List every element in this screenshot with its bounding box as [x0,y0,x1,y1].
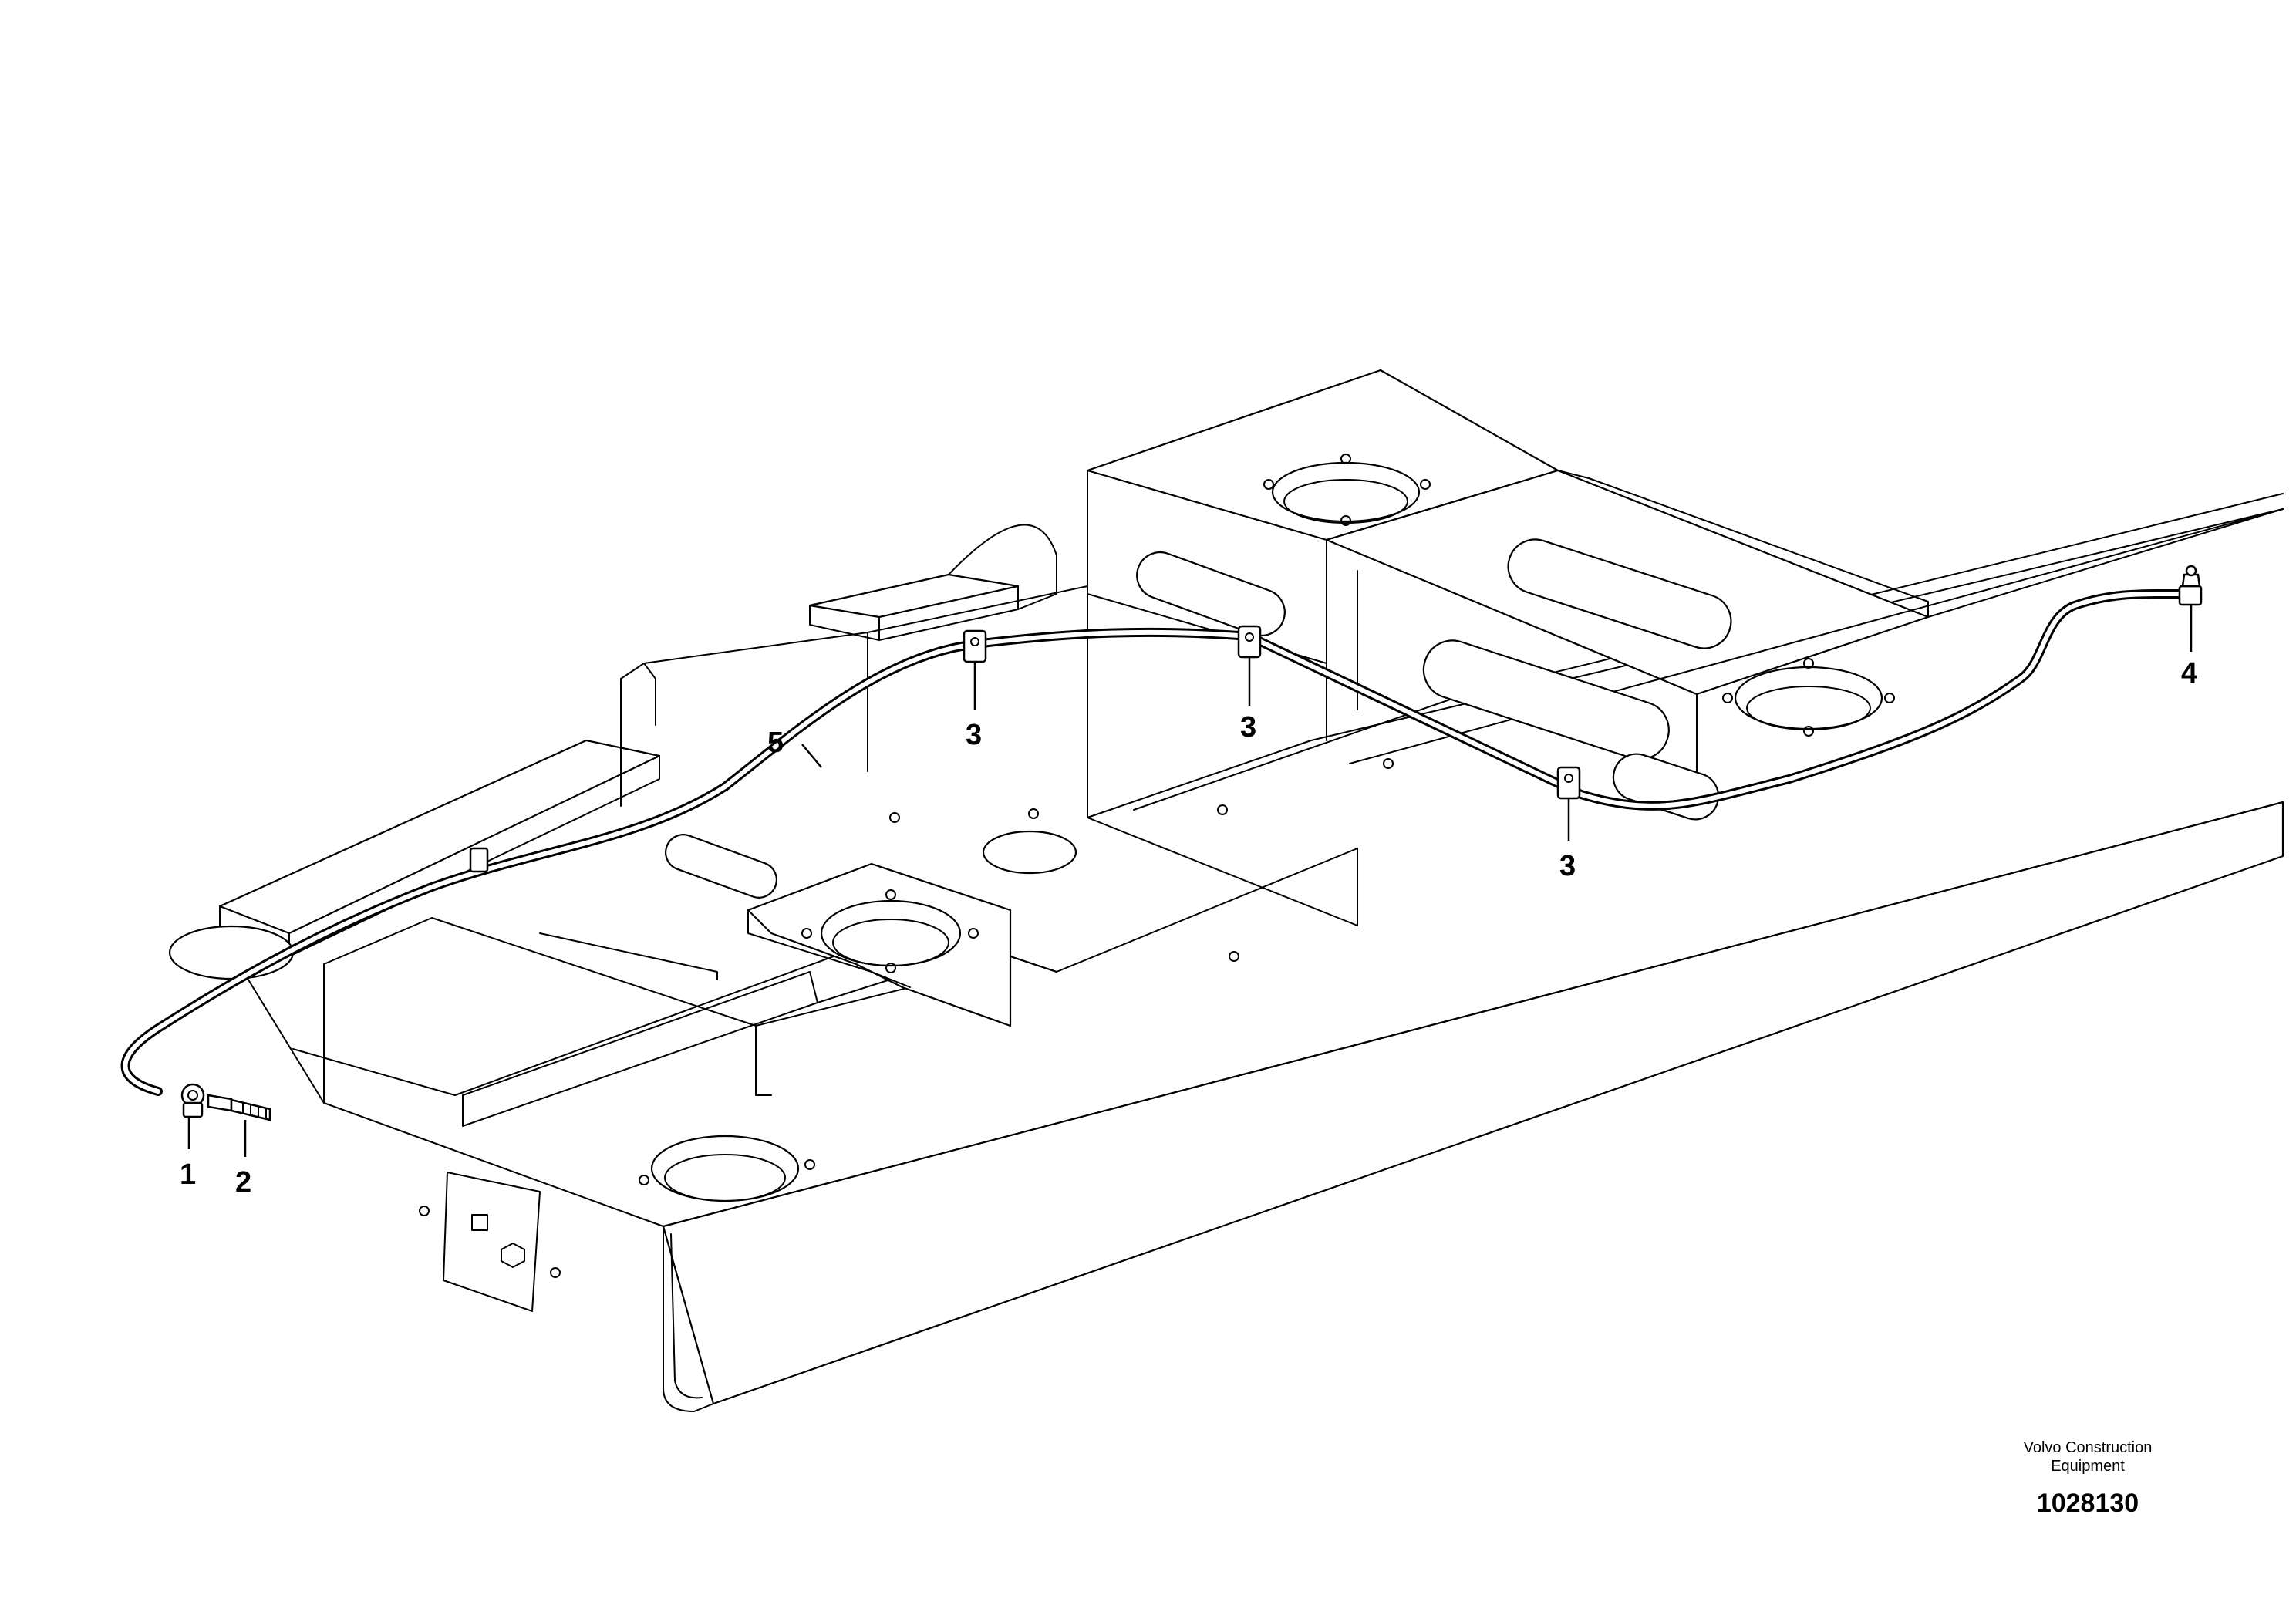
callout-2: 2 [235,1166,251,1199]
drawing-number: 1028130 [2036,1489,2139,1518]
callout-3-left: 3 [966,719,982,751]
hose-fitting [207,1094,271,1121]
callout-5: 5 [767,727,784,759]
grease-hose [120,588,2187,1096]
hose-clamp [1237,625,1262,659]
callout-4: 4 [2181,657,2197,690]
callout-3-middle: 3 [1240,711,1256,744]
leader-lines [187,605,2193,1157]
manufacturer-caption: Volvo Construction Equipment [2023,1439,2153,1475]
hose-clamp [1556,766,1581,800]
callout-1: 1 [180,1158,196,1191]
hose-clamp [469,847,489,873]
callout-3-right: 3 [1559,850,1576,882]
chassis-frame [218,369,2284,1412]
grease-nipple [2178,565,2203,606]
hose-clamp [963,629,987,663]
hose-end-clamp [180,1083,205,1118]
